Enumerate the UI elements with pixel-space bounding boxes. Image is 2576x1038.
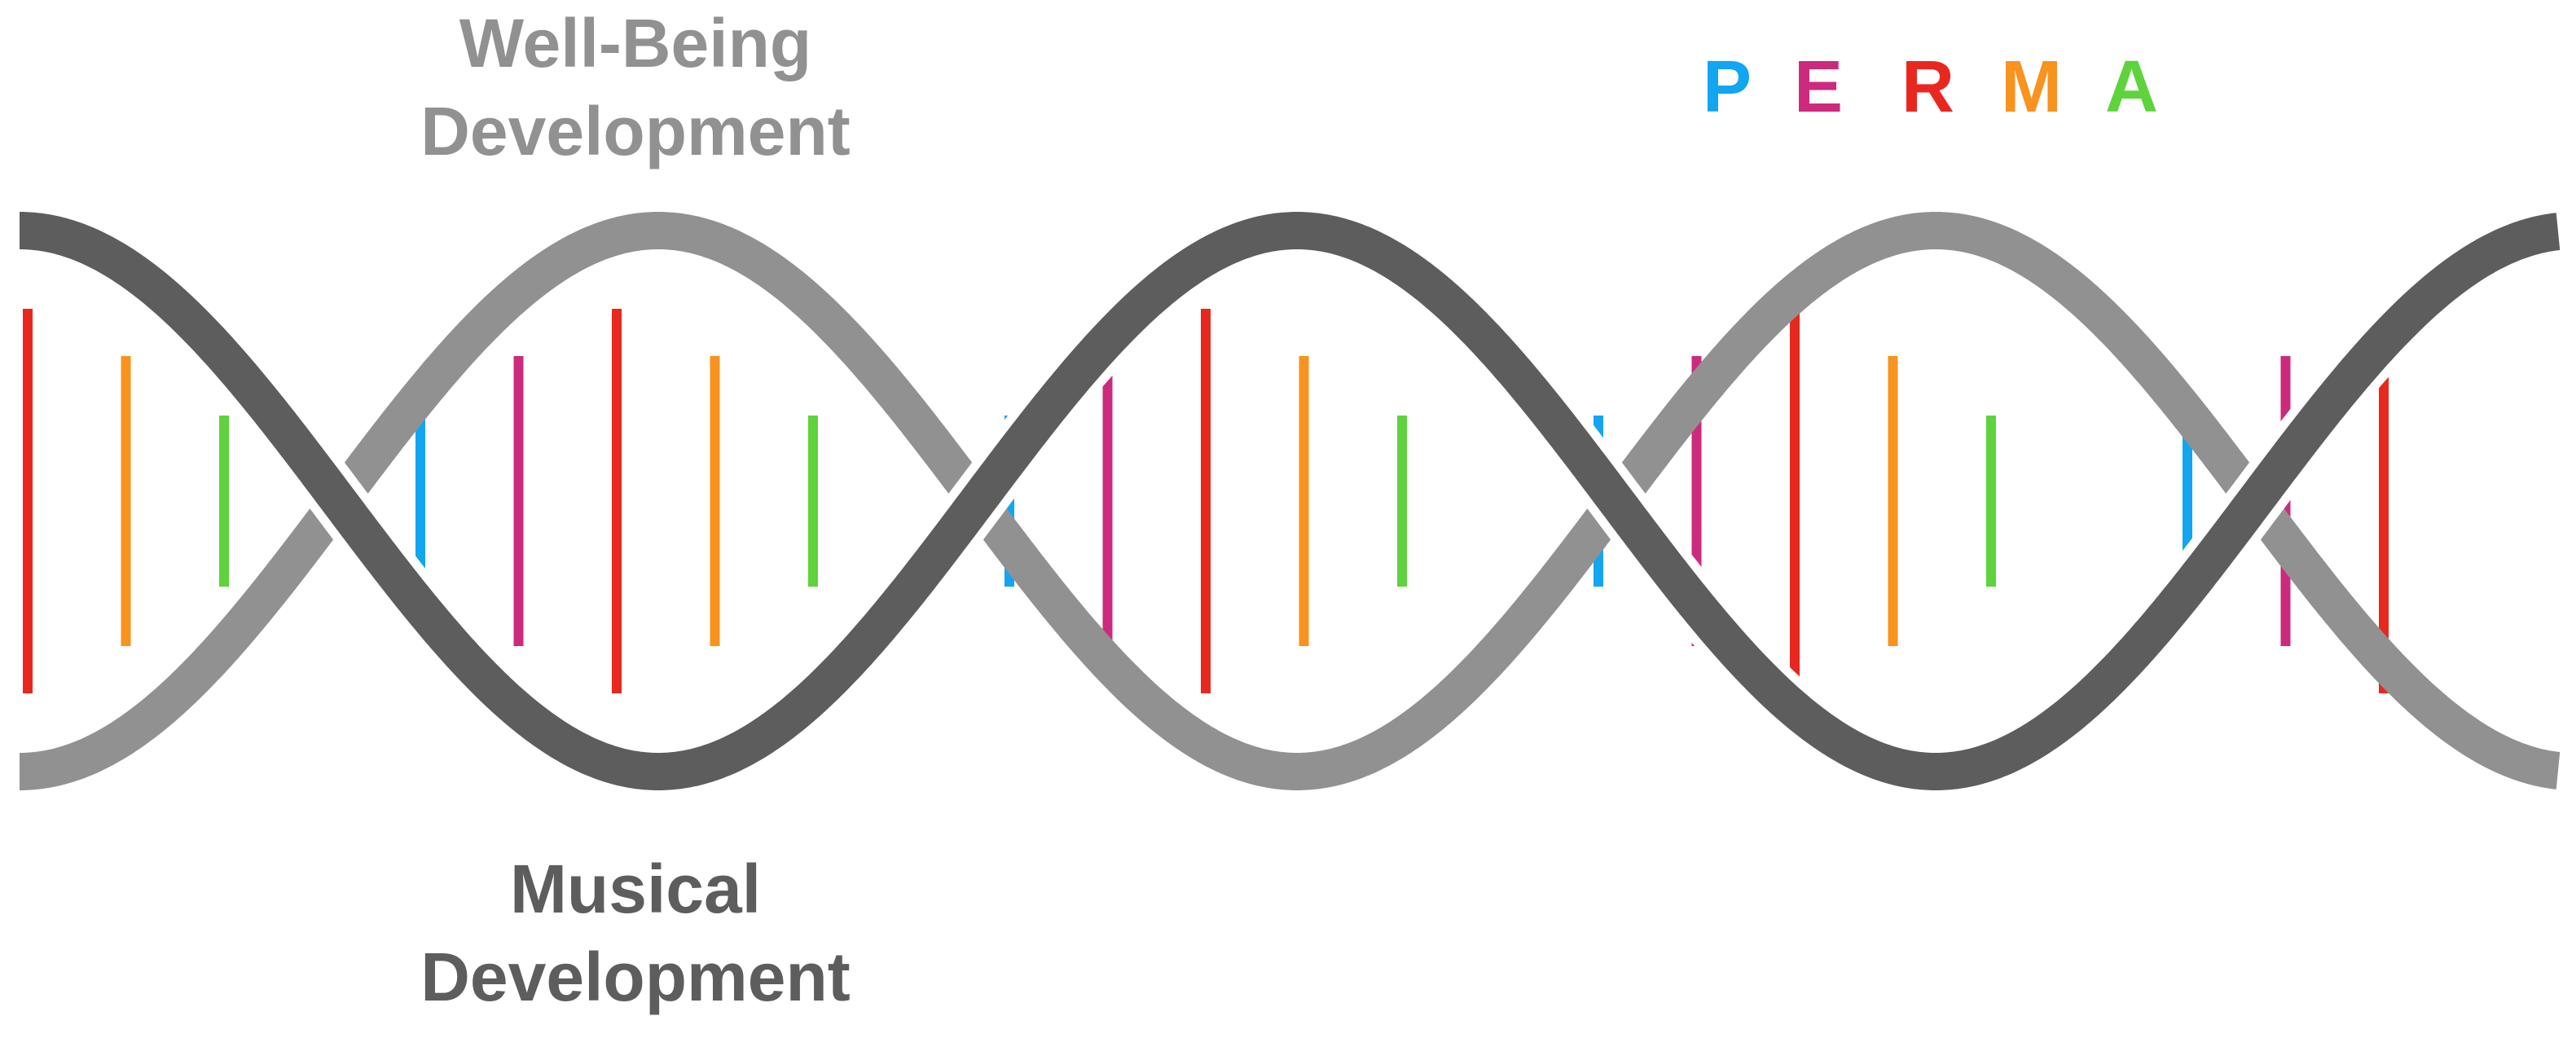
perma-letter-e: E	[1794, 46, 1844, 128]
musical-strand-halo	[20, 203, 2561, 799]
musical-title-line2: Development	[420, 938, 851, 1015]
perma-letter-a: A	[2105, 46, 2158, 128]
perma-letter-r: R	[1901, 46, 1954, 128]
musical-title-line1: Musical	[509, 851, 762, 927]
helix-strands	[20, 203, 2561, 799]
wellbeing-title-line2: Development	[420, 92, 851, 169]
perma-letter-m: M	[2001, 46, 2062, 128]
wellbeing-development-label: Well-Being Development	[358, 0, 912, 175]
wellbeing-strand	[20, 212, 2561, 790]
wellbeing-title-line1: Well-Being	[459, 5, 812, 81]
perma-letter-p: P	[1703, 46, 1752, 128]
perma-rungs	[23, 309, 2389, 693]
musical-development-label: Musical Development	[358, 846, 912, 1021]
musical-strand	[20, 212, 2561, 790]
